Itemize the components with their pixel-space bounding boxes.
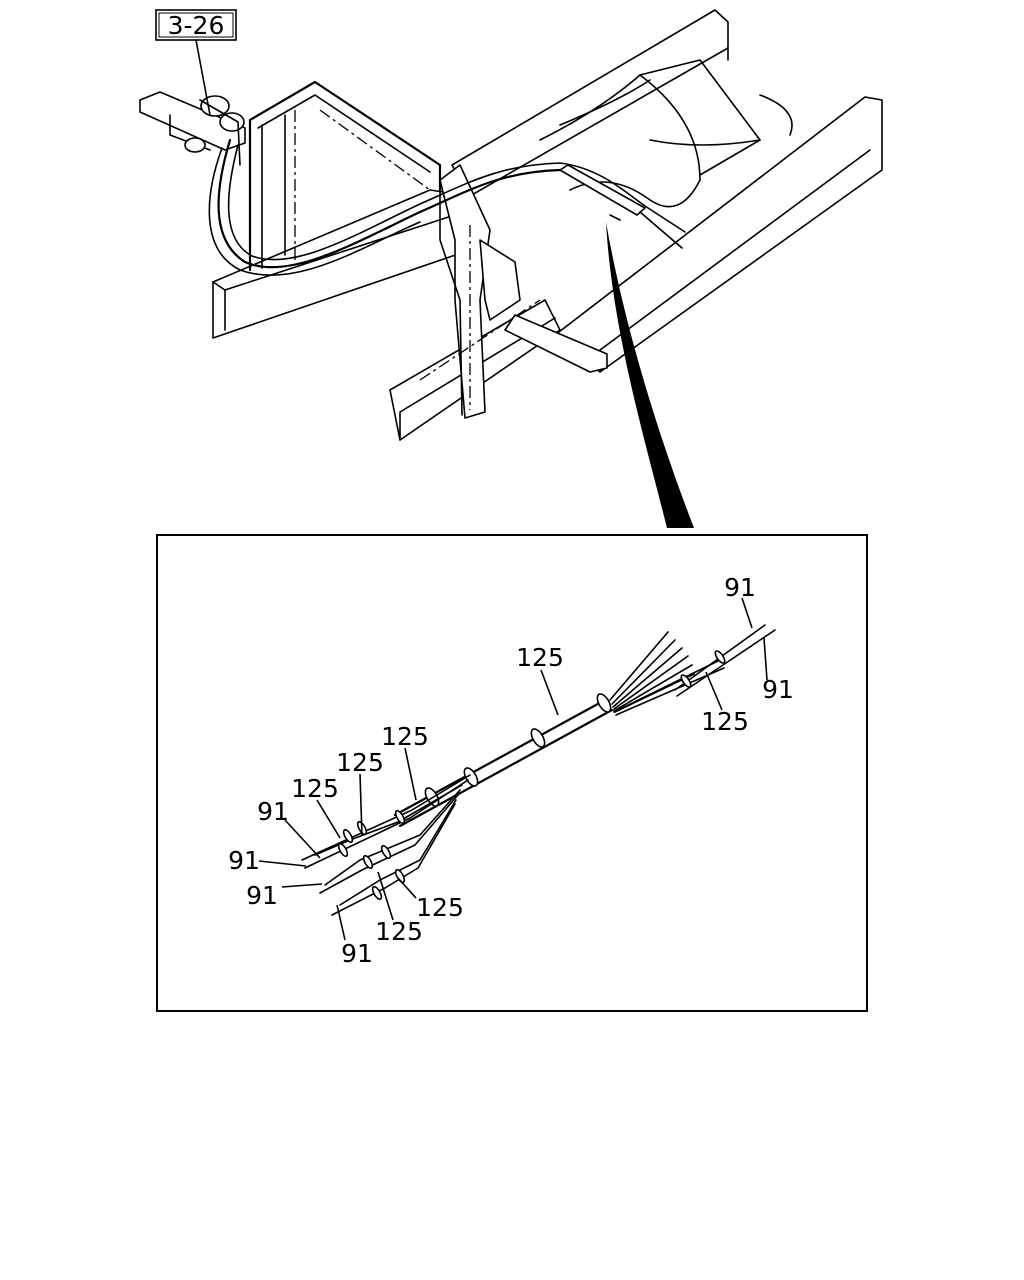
detail-view-frame (156, 534, 868, 1012)
callout-91-left-b: 91 (228, 846, 260, 875)
callout-125-low-a: 125 (416, 893, 464, 922)
chassis-frame-illustration (139, 9, 883, 528)
callout-91-right: 91 (762, 675, 794, 704)
callout-125-left-c: 125 (291, 774, 339, 803)
callout-125-low-b: 125 (375, 917, 423, 946)
callout-91-bottom: 91 (341, 939, 373, 968)
callout-leaders (258, 597, 768, 941)
callout-125-left-a: 125 (381, 722, 429, 751)
callout-labels: 91 91 125 125 125 125 125 91 91 91 125 1… (228, 573, 794, 968)
callout-91-left-a: 91 (257, 797, 289, 826)
callout-91-left-c: 91 (246, 881, 278, 910)
callout-125-right: 125 (701, 707, 749, 736)
reference-box: 3-26 (155, 9, 237, 41)
callout-91-top: 91 (724, 573, 756, 602)
callout-125-left-b: 125 (336, 748, 384, 777)
reference-box-label: 3-26 (168, 11, 225, 40)
callout-125-top: 125 (516, 643, 564, 672)
hose-harness-detail (301, 624, 776, 916)
